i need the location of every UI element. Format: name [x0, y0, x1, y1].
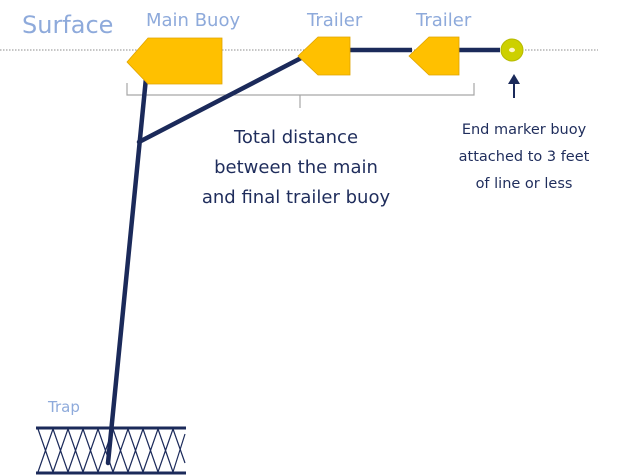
end-marker-line-2: attached to 3 feet — [459, 149, 590, 165]
total-distance-annotation: Total distance between the main and fina… — [202, 127, 391, 208]
trap-netting — [37, 428, 186, 473]
total-distance-line-2: between the main — [214, 157, 378, 178]
trap — [36, 426, 186, 475]
end-marker-line-3: of line or less — [476, 176, 573, 192]
trailer-2-label: Trailer — [415, 10, 472, 31]
trailer-1-label: Trailer — [306, 10, 363, 31]
trailer-buoy-1 — [297, 36, 351, 76]
end-marker-highlight — [509, 47, 515, 53]
end-marker-line-1: End marker buoy — [462, 122, 587, 138]
distance-bracket — [126, 83, 475, 108]
total-distance-line-1: Total distance — [233, 127, 358, 148]
trap-label: Trap — [47, 398, 80, 416]
main-buoy-label: Main Buoy — [146, 10, 240, 31]
main-buoy — [126, 37, 223, 85]
main-line — [105, 75, 149, 466]
trailer-line — [136, 53, 308, 145]
end-marker-annotation: End marker buoy attached to 3 feet of li… — [459, 122, 590, 192]
surface-label: Surface — [22, 11, 113, 39]
up-arrow-icon — [508, 74, 520, 98]
trailer-buoy-2 — [408, 36, 460, 76]
total-distance-line-3: and final trailer buoy — [202, 187, 391, 208]
